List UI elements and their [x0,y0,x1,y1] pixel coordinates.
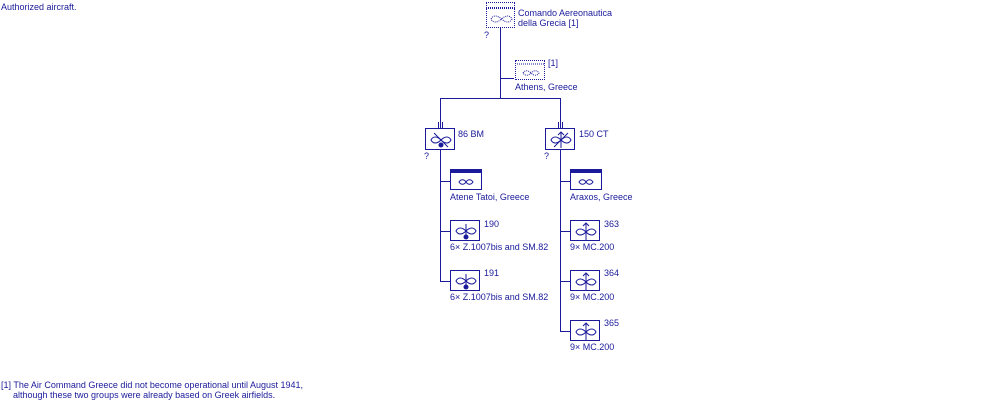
hq-unit-symbol[interactable] [486,8,515,28]
squadron-191-name: 191 [484,268,500,278]
hq-base-ref: [1] [548,58,559,68]
group-150ct-box[interactable] [545,128,575,150]
squadron-191-aircraft: 6× Z.1007bis and SM.82 [450,292,549,302]
squadron-190-aircraft: 6× Z.1007bis and SM.82 [450,242,549,252]
base-araxos-box[interactable] [570,169,602,190]
squadron-365-aircraft: 9× MC.200 [570,342,615,352]
squadron-364-aircraft: 9× MC.200 [570,292,615,302]
fighter-squadron-icon [575,322,597,340]
hq-base-box[interactable] [515,60,545,80]
footnote-line-2: although these two groups were already b… [13,390,276,400]
airfield-icon [578,179,594,185]
air-command-icon [490,15,513,23]
group-86bm-name: 86 BM [458,129,485,139]
squadron-365-name: 365 [604,318,620,328]
hq-unknown-mark: ? [484,30,490,40]
hq-name: Comando Aereonautica della Grecia [1] [518,8,613,28]
group-150ct-name: 150 CT [579,129,609,139]
squadron-363-box[interactable] [570,220,600,241]
base-atene-tatoi-box[interactable] [450,169,482,190]
bomber-squadron-icon [455,274,477,290]
squadron-190-name: 190 [484,219,500,229]
squadron-190-box[interactable] [450,220,480,241]
squadron-365-box[interactable] [570,320,600,341]
hq-unit-box[interactable] [486,2,515,8]
base-atene-tatoi-location: Atene Tatoi, Greece [450,192,530,202]
footnote-line-1: [1] The Air Command Greece did not becom… [1,380,304,390]
group-86bm-box[interactable] [425,128,455,150]
fighter-wing-icon [550,131,572,148]
group-150ct-unknown-mark: ? [544,151,550,161]
squadron-363-aircraft: 9× MC.200 [570,242,615,252]
bomber-squadron-icon [455,224,477,240]
group-86bm-unknown-mark: ? [424,151,430,161]
airfield-icon [458,179,474,185]
squadron-364-name: 364 [604,268,620,278]
squadron-364-box[interactable] [570,270,600,291]
air-base-icon [517,63,545,76]
fighter-squadron-icon [575,222,597,240]
squadron-191-box[interactable] [450,270,480,291]
fighter-squadron-icon [575,272,597,290]
hq-base-location: Athens, Greece [515,82,578,92]
bomber-wing-icon [430,132,452,148]
squadron-363-name: 363 [604,219,620,229]
header-note: Authorized aircraft. [1,2,77,12]
base-araxos-location: Araxos, Greece [570,192,633,202]
